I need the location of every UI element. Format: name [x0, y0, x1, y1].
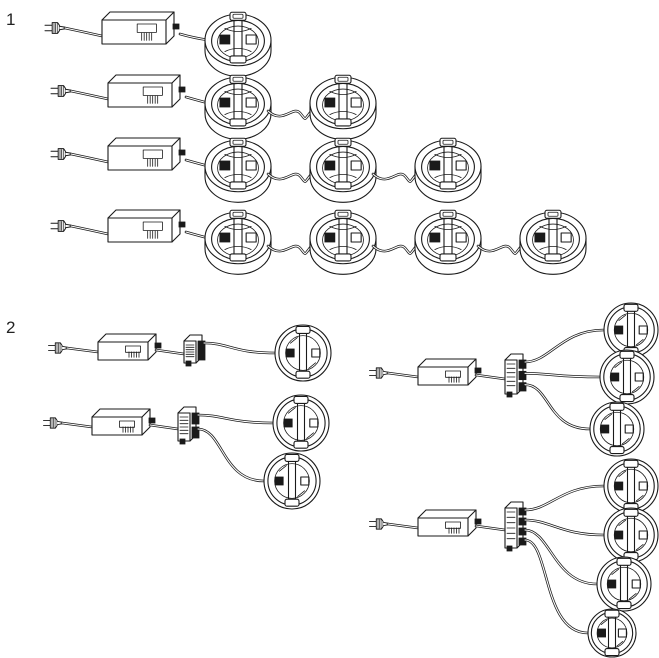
plug-icon — [43, 417, 63, 429]
downlight — [414, 209, 482, 275]
split-setup — [369, 458, 659, 658]
led-driver — [107, 137, 186, 171]
downlight — [603, 458, 659, 514]
downlight — [309, 137, 377, 203]
plug-icon — [48, 342, 68, 354]
step-number-1: 1 — [6, 10, 16, 29]
downlight — [274, 324, 332, 382]
led-driver — [417, 509, 482, 537]
downlight — [414, 137, 482, 203]
step-number-2: 2 — [6, 318, 16, 337]
downlight — [272, 394, 330, 452]
downlight — [596, 556, 652, 612]
downlight — [603, 302, 659, 358]
splitter-box — [177, 406, 200, 445]
downlight — [599, 349, 655, 405]
downlight — [309, 74, 377, 140]
split-setup — [369, 302, 659, 457]
chain-row — [50, 137, 482, 203]
led-driver — [417, 358, 482, 386]
downlight — [587, 608, 637, 658]
splitter-box — [504, 501, 527, 552]
downlight — [204, 137, 272, 203]
led-driver — [107, 74, 186, 108]
splitter-box — [183, 334, 206, 367]
led-driver — [91, 408, 156, 436]
downlight — [309, 209, 377, 275]
downlight — [204, 209, 272, 275]
chain-row — [44, 11, 272, 77]
plug-icon — [369, 518, 389, 530]
plug-icon — [50, 220, 72, 232]
led-driver — [97, 333, 162, 361]
splitter-box — [504, 353, 527, 398]
plug-icon — [44, 22, 66, 34]
led-driver — [107, 209, 186, 243]
step-2-distribution — [43, 302, 659, 658]
downlight — [589, 401, 645, 457]
split-setup — [43, 394, 330, 510]
downlight — [204, 74, 272, 140]
step-1-chains — [44, 11, 587, 275]
chain-row — [50, 209, 587, 275]
plug-icon — [369, 367, 389, 379]
downlight — [263, 452, 321, 510]
split-setup — [48, 324, 332, 382]
downlight — [204, 11, 272, 77]
plug-icon — [50, 85, 72, 97]
downlight — [603, 507, 659, 563]
plug-icon — [50, 148, 72, 160]
downlight — [519, 209, 587, 275]
led-driver — [101, 11, 180, 45]
chain-row — [50, 74, 377, 140]
